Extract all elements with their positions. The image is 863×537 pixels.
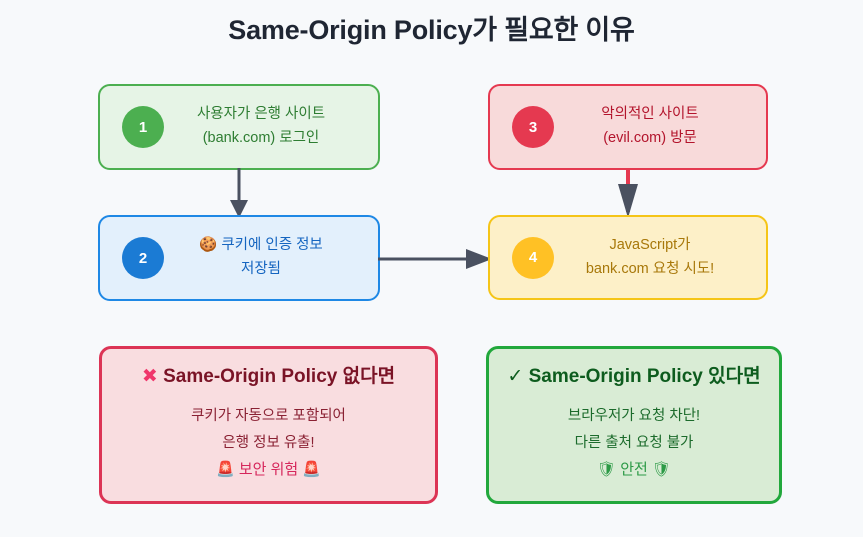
step-text-4-line2: bank.com 요청 시도! [585,260,715,277]
step-text-3-line2: (evil.com) 방문 [603,130,697,146]
outcome-panel-without-policy: ✖ Same-Origin Policy 없다면 쿠키가 자동으로 포함되어 은… [99,346,438,504]
outcome-bad-line2: 은행 정보 유출! [222,434,315,451]
arrow-step2-to-step4-icon [378,249,492,269]
step-text-2: 🍪 쿠키에 인증 정보 저장됨 [100,234,378,282]
step-number-badge-2: 2 [122,237,164,279]
step-text-3: 악의적인 사이트 (evil.com) 방문 [490,103,766,151]
arrow-step3-to-step4-icon [618,168,638,218]
step-number-badge-1: 1 [122,106,164,148]
step-text-2-line2: 저장됨 [240,261,282,277]
step-text-1-line2: (bank.com) 로그인 [202,130,320,146]
outcome-panel-with-policy: ✓ Same-Origin Policy 있다면 브라우저가 요청 차단! 다른… [486,346,782,504]
page-title: Same-Origin Policy가 필요한 이유 [228,15,635,45]
step-text-4-line1: JavaScript가 [609,236,691,253]
cross-mark-icon: ✖ [141,366,158,387]
arrow-step1-to-step2-icon [230,168,248,218]
flow-step-4: 4 JavaScript가 bank.com 요청 시도! [488,215,768,300]
check-mark-icon: ✓ [507,366,524,387]
flow-step-3: 3 악의적인 사이트 (evil.com) 방문 [488,84,768,170]
outcome-bad-heading: ✖ Same-Origin Policy 없다면 [102,365,435,390]
outcome-bad-line1: 쿠키가 자동으로 포함되어 [191,407,346,424]
outcome-good-heading-text: Same-Origin Policy 있다면 [528,366,761,387]
flow-step-2: 2 🍪 쿠키에 인증 정보 저장됨 [98,215,380,301]
outcome-good-line1: 브라우저가 요청 차단! [567,407,701,424]
flow-step-1: 1 사용자가 은행 사이트 (bank.com) 로그인 [98,84,380,170]
outcome-good-heading: ✓ Same-Origin Policy 있다면 [489,365,779,390]
step-text-4: JavaScript가 bank.com 요청 시도! [490,234,766,282]
step-number-badge-4: 4 [512,236,554,279]
outcome-good-badge: 🛡 안전 🛡 [596,461,672,479]
step-number-badge-3: 3 [512,106,554,148]
step-text-1-line1: 사용자가 은행 사이트 [196,106,326,123]
step-text-1: 사용자가 은행 사이트 (bank.com) 로그인 [100,103,378,151]
outcome-good-line2: 다른 출처 요청 불가 [574,434,694,451]
outcome-bad-badge: 🚨 보안 위험 🚨 [215,461,322,479]
outcome-bad-heading-text: Same-Origin Policy 없다면 [163,366,396,387]
step-text-3-line1: 악의적인 사이트 [601,106,699,123]
step-text-2-line1: 🍪 쿠키에 인증 정보 [199,237,323,254]
